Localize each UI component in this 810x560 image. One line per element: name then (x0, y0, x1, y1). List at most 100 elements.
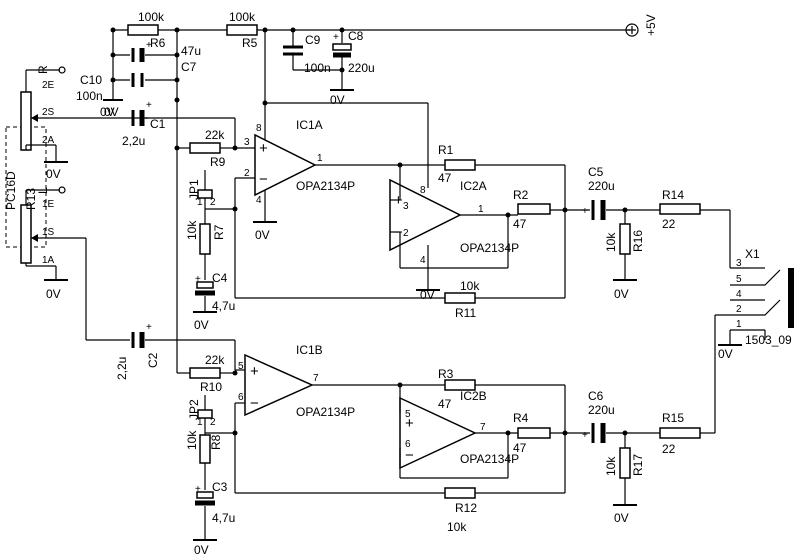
label-jp2: JP2 (187, 399, 201, 420)
label-c2-value: 2,2u (115, 357, 129, 380)
vcc-wiring (262, 30, 429, 188)
label-c10: C10 (80, 73, 102, 87)
capacitor-c2 (131, 332, 245, 371)
label-1a: 1A (42, 255, 55, 266)
label-c6-value: 220u (588, 403, 615, 417)
label-r10: R10 (200, 380, 222, 394)
pin-ic2b-5: 5 (405, 409, 411, 420)
ic1a-minus: − (259, 171, 268, 188)
label-opa-ic1b: OPA2134P (296, 405, 355, 419)
label-x1: X1 (745, 247, 760, 261)
label-r6: R6 (150, 36, 166, 50)
label-ov-wiper: 0V (100, 105, 115, 119)
labels: 100k 100k R6 47u C7 R5 C9 100n C8 220u +… (4, 10, 792, 557)
label-r-top1: 100k (138, 10, 165, 24)
pin-ic2a-1: 1 (478, 204, 484, 215)
capacitor-c6 (591, 423, 660, 443)
label-ov-r17: 0V (614, 511, 629, 525)
top-rail (110, 23, 639, 37)
pin-ic1a-3: 3 (244, 137, 250, 148)
label-r16-value: 10k (604, 232, 618, 252)
resistor-r15 (659, 427, 715, 439)
capacitor-c4 (193, 281, 217, 313)
label-c6: C6 (588, 389, 604, 403)
pin-ic1b-7: 7 (313, 373, 319, 384)
label-r2: R2 (513, 188, 529, 202)
label-r1: R1 (438, 143, 454, 157)
resistor-r17 (613, 433, 637, 506)
label-ov-top: 0V (330, 93, 345, 107)
pin-ic2a-3: 3 (403, 201, 409, 212)
label-l-channel: L (36, 187, 50, 194)
c4-plus: + (195, 274, 201, 285)
opamp-ic1b (244, 353, 565, 417)
ic2b-plus: + (405, 415, 414, 432)
label-1s: 1S (42, 227, 55, 238)
label-c3: C3 (212, 480, 228, 494)
label-c1: C1 (150, 117, 166, 131)
label-r10-value: 22k (205, 353, 225, 367)
label-c5-value: 220u (588, 179, 615, 193)
pin-ic1a-1: 1 (317, 153, 323, 164)
label-c8-value: 220u (348, 61, 375, 75)
label-c7-value: 47u (181, 44, 201, 58)
label-2e: 2E (42, 80, 55, 91)
capacitor-c5 (591, 200, 660, 220)
label-2a: 2A (42, 135, 55, 146)
ic2a-plus: + (394, 192, 403, 209)
label-ov-p2: 0V (46, 167, 61, 181)
pin-ic2b-6: 6 (405, 439, 411, 450)
label-r17: R17 (631, 454, 645, 476)
label-r14: R14 (662, 188, 684, 202)
ic1b-plus: + (250, 363, 259, 380)
r6-plus: + (146, 40, 152, 51)
label-r7: R7 (212, 224, 226, 240)
label-r17-value: 10k (604, 456, 618, 476)
label-ov-c3: 0V (194, 543, 209, 557)
opamp-ic1a (253, 120, 565, 223)
ic1b-minus: − (250, 395, 259, 412)
label-ov-ic2: 0V (420, 288, 435, 302)
jumper-jp1 (197, 170, 255, 298)
label-jp1: JP1 (187, 179, 201, 200)
label-r11-value: 10k (460, 279, 480, 293)
label-c3-value: 4,7u (212, 511, 235, 525)
label-r16: R16 (631, 230, 645, 252)
label-connector: 1503_09 (745, 333, 792, 347)
label-c2: C2 (146, 352, 160, 368)
label-r15-value: 22 (662, 442, 676, 456)
resistor-r14 (659, 203, 750, 269)
connector-x1 (714, 267, 794, 433)
label-r4-value: 47 (513, 441, 527, 455)
label-ic1a: IC1A (296, 118, 323, 132)
pin-ic1a-8: 8 (256, 123, 262, 134)
ic2b-minus: − (405, 447, 414, 464)
label-ov-p1: 0V (46, 287, 61, 301)
jumper-jp2 (197, 395, 245, 493)
ic2a-minus: − (394, 224, 403, 241)
label-c7: C7 (181, 60, 197, 74)
label-r2-value: 47 (513, 217, 527, 231)
label-r5: R5 (242, 36, 258, 50)
label-1e: 1E (42, 199, 55, 210)
label-ov-conn: 0V (718, 347, 733, 361)
resistor-r10 (176, 340, 238, 379)
label-r13: R13 (24, 188, 38, 210)
label-r1-value: 47 (438, 171, 452, 185)
resistor-r1 (444, 159, 476, 171)
resistor-r11 (235, 292, 565, 304)
resistor-r2 (517, 165, 590, 298)
resistor-r12 (235, 487, 565, 499)
label-r15: R15 (662, 411, 684, 425)
label-ov-c4: 0V (194, 318, 209, 332)
label-ov-mid: 0V (104, 105, 119, 119)
capacitor-c1 (131, 110, 255, 151)
pin-jp2-1: 1 (197, 417, 203, 428)
c5-plus: + (582, 206, 588, 217)
label-x1-pin4: 4 (736, 289, 742, 300)
label-r-top2: 100k (229, 10, 256, 24)
label-r4: R4 (513, 411, 529, 425)
label-c9-value: 100n (304, 61, 331, 75)
pin-jp1-1: 1 (197, 197, 203, 208)
c6-plus: + (582, 430, 588, 441)
